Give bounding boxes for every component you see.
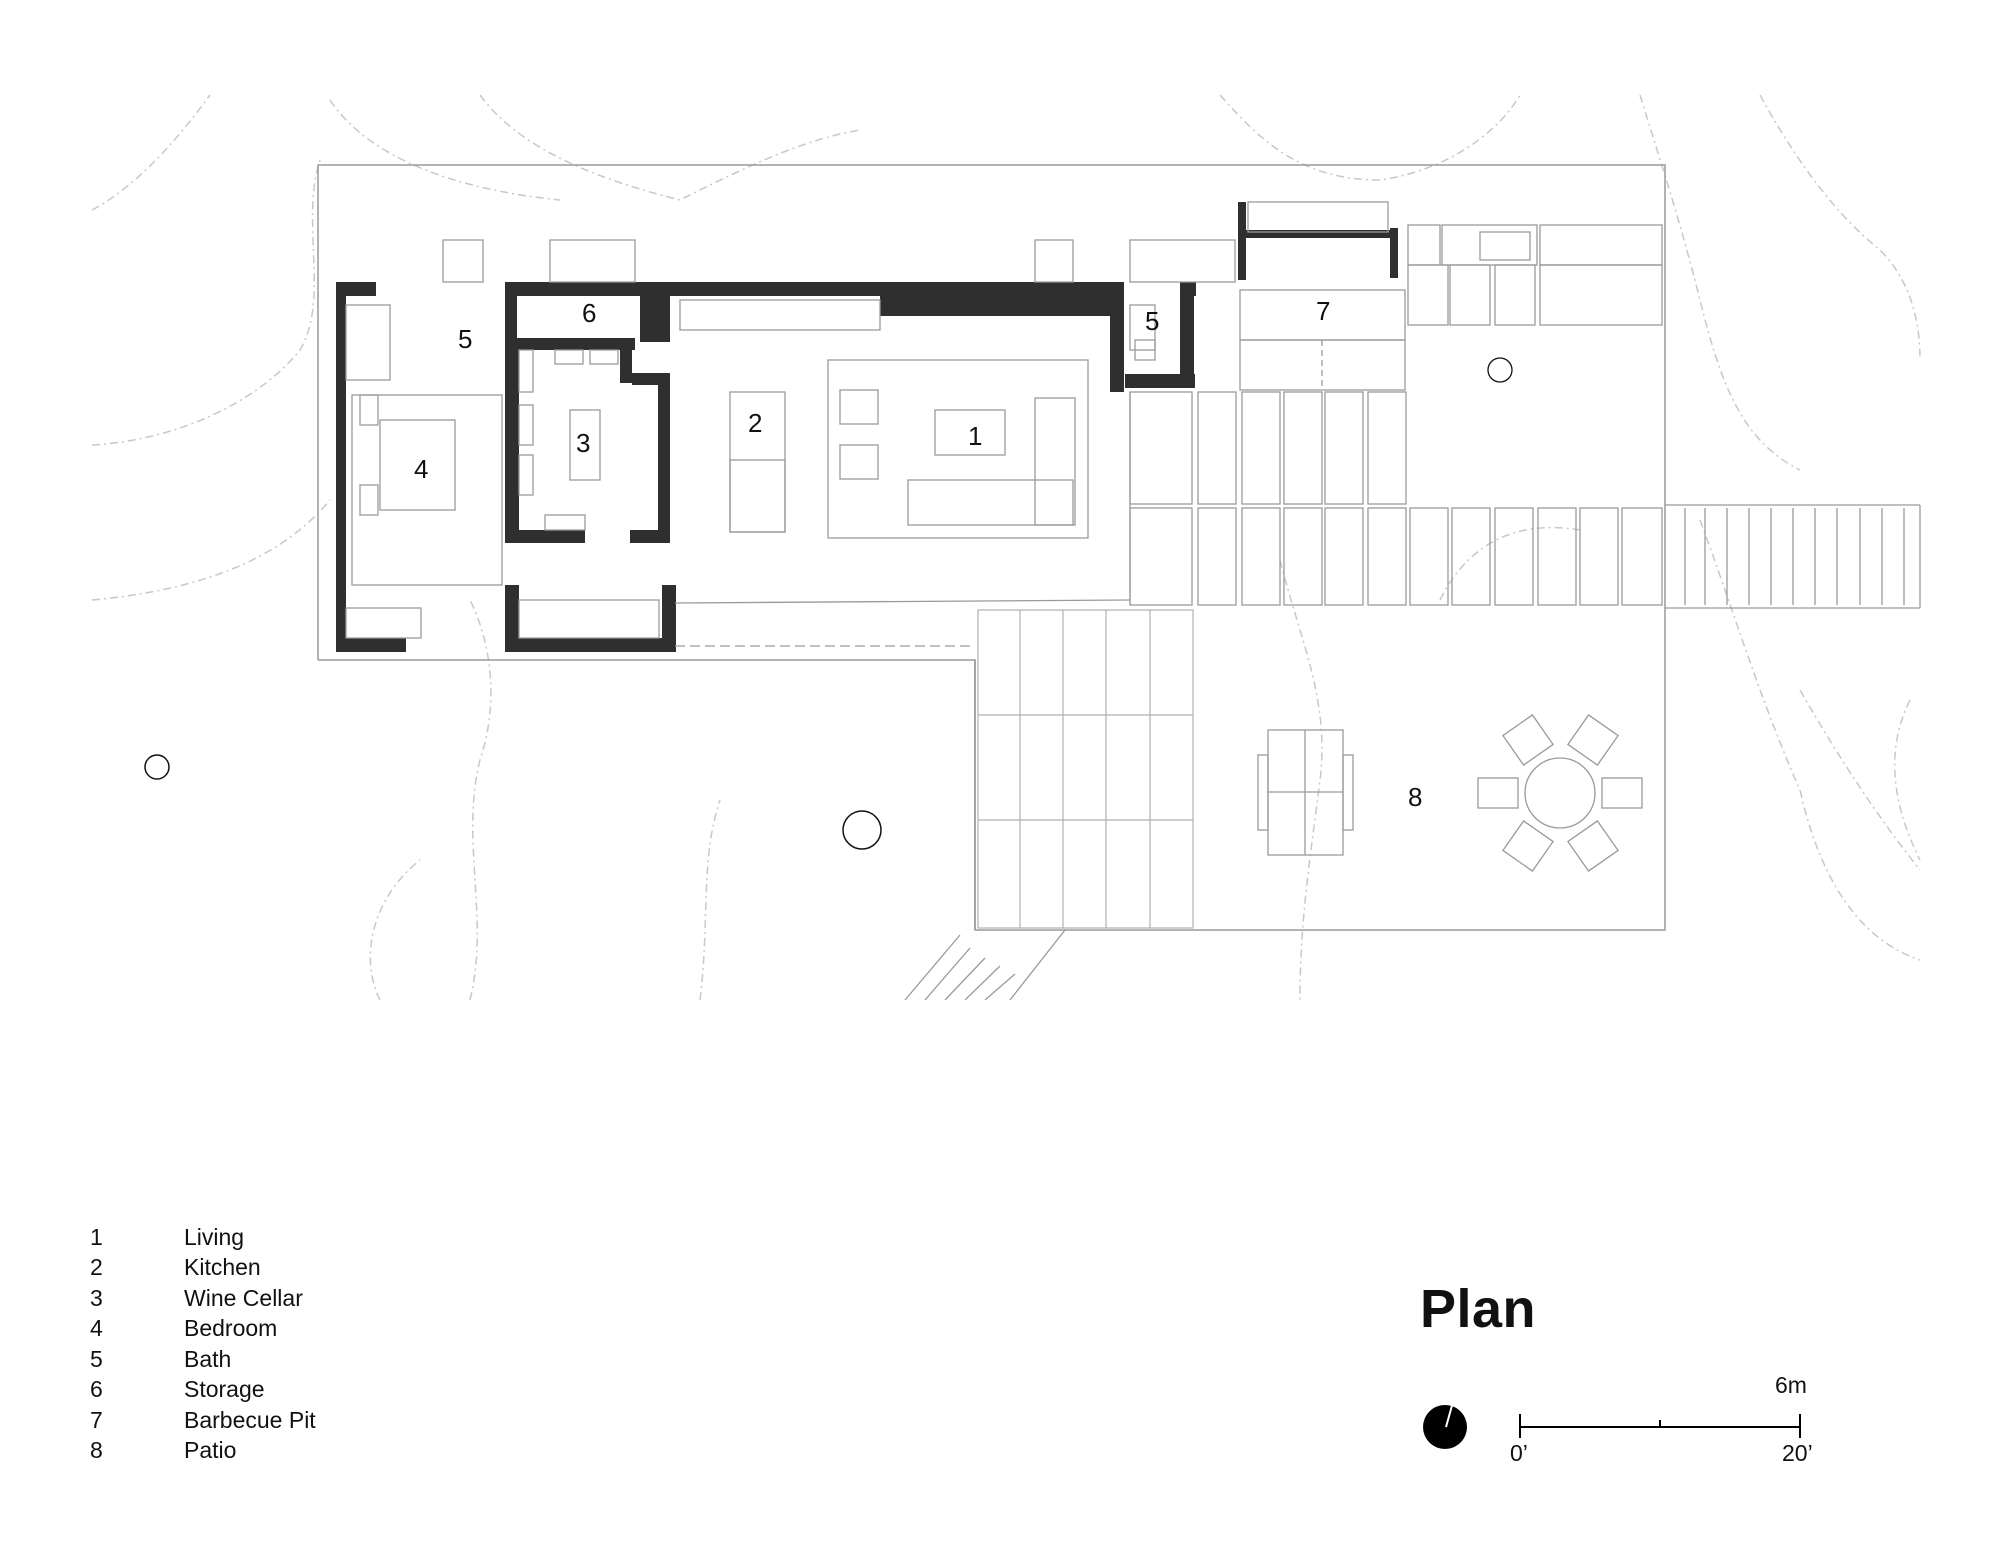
tree-icon [842,810,882,850]
label-wine-cellar: 3 [576,428,590,458]
fixtures [345,201,1663,639]
label-living: 1 [968,421,982,451]
tree-icon [144,754,170,780]
legend-name: Storage [184,1376,265,1403]
legend-item: 5 Bath [90,1344,316,1375]
scale-metric-label: 6m [1775,1372,1807,1398]
label-bedroom: 4 [414,454,428,484]
outdoor-furniture [1257,231,1643,872]
legend-item: 3 Wine Cellar [90,1283,316,1314]
deck-boards [1129,289,1663,606]
legend-number: 8 [90,1437,103,1464]
legend-name: Bedroom [184,1315,278,1342]
legend-item: 8 Patio [90,1436,316,1467]
scale-bar: 6m 0’ 20’ [1410,1372,1830,1472]
plan-title: Plan [1420,1279,1537,1339]
label-kitchen: 2 [748,408,762,438]
legend-name: Kitchen [184,1254,261,1281]
legend-item: 7 Barbecue Pit [90,1405,316,1436]
legend-number: 7 [90,1406,103,1433]
legend-name: Bath [184,1345,232,1372]
north-arrow-icon [1423,1401,1467,1449]
floor-plan-drawing: 1 2 3 4 5 5 6 7 8 [91,94,1921,1000]
scale-end-label: 20’ [1782,1440,1813,1466]
label-storage: 6 [582,298,596,328]
legend-name: Patio [184,1437,237,1464]
site-outline [317,164,1666,931]
room-labels: 1 2 3 4 5 5 6 7 8 [414,296,1422,812]
paving [977,609,1194,929]
legend-name: Barbecue Pit [184,1406,316,1433]
legend-item: 6 Storage [90,1375,316,1406]
legend-number: 4 [90,1315,103,1342]
glazing [674,392,1131,647]
label-bath-east: 5 [1145,306,1159,336]
walkway [1665,504,1921,609]
legend-number: 6 [90,1376,103,1403]
legend-number: 5 [90,1345,103,1372]
legend-number: 3 [90,1284,103,1311]
scale-graphic [1423,1401,1801,1449]
label-bath-west: 5 [458,324,472,354]
legend-number: 1 [90,1223,103,1250]
label-barbecue-pit: 7 [1316,296,1330,326]
label-patio: 8 [1408,782,1422,812]
legend-item: 4 Bedroom [90,1314,316,1345]
legend-name: Living [184,1223,245,1250]
room-legend: 1 Living 2 Kitchen 3 Wine Cellar 4 Bedroom 5 Bath… [90,1222,316,1466]
trees [144,754,882,850]
legend-item: 2 Kitchen [90,1253,316,1284]
scale-start-label: 0’ [1510,1440,1528,1466]
stairs [904,929,1066,1000]
legend-number: 2 [90,1254,103,1281]
legend-item: 1 Living [90,1222,316,1253]
terrain-contours [91,94,1921,1000]
walls [336,202,1398,652]
legend-name: Wine Cellar [184,1284,303,1311]
